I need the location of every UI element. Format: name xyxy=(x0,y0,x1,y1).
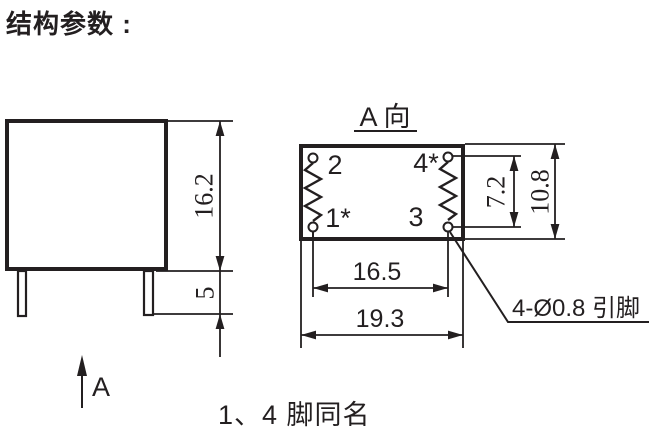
coil-symbol-icon xyxy=(437,161,459,221)
pin-label-3: 3 xyxy=(408,202,423,232)
pin-label-2: 2 xyxy=(327,150,342,180)
arrowhead-up-icon xyxy=(550,144,560,159)
view-a-title: A 向 xyxy=(359,102,410,132)
dim-body-height-label: 16.2 xyxy=(190,173,219,219)
page-title: 结构参数 : xyxy=(6,9,132,39)
dim-pin-length-label: 5 xyxy=(191,287,220,300)
dimension-body-width: 19.3 xyxy=(301,305,463,340)
left-winding: 2 1* xyxy=(302,150,351,241)
arrowhead-down-icon xyxy=(215,256,225,271)
dimension-pin-length: 5 xyxy=(191,271,225,357)
dimension-pin-pitch-horizontal: 16.5 xyxy=(313,258,448,293)
arrowhead-right-icon xyxy=(433,283,448,293)
coil-symbol-icon xyxy=(302,162,324,222)
pin-callout-label: 4-Ø0.8 引脚 xyxy=(512,295,640,322)
view-direction-label: A xyxy=(92,372,110,402)
right-winding: 4* 3 xyxy=(408,148,459,233)
pin-label-4: 4* xyxy=(413,148,439,178)
dimension-body-height: 16.2 xyxy=(190,121,225,271)
pin-2-terminal xyxy=(307,152,319,164)
arrowhead-left-icon xyxy=(313,283,328,293)
pin-diameter-callout: 4-Ø0.8 引脚 xyxy=(449,231,649,323)
pin-label-1: 1* xyxy=(325,203,351,233)
side-view: 16.2 5 A xyxy=(5,119,233,408)
dim-body-width-label: 19.3 xyxy=(356,305,405,333)
arrowhead-up-icon xyxy=(77,355,87,376)
arrowhead-up-icon xyxy=(215,121,225,136)
arrowhead-up-icon xyxy=(509,156,519,171)
arrowhead-right-icon xyxy=(448,330,463,340)
arrowhead-down-icon xyxy=(509,212,519,227)
pin-4-terminal xyxy=(442,151,454,163)
right-pin xyxy=(142,269,155,317)
dim-pin-pitch-vertical-label: 7.2 xyxy=(482,176,511,209)
footnote: 1、4 脚同名 xyxy=(218,400,371,430)
view-a: A 向 2 1* 4* 3 xyxy=(299,102,649,348)
dim-pin-pitch-horizontal-label: 16.5 xyxy=(353,258,402,286)
dimension-body-depth: 10.8 xyxy=(526,144,560,239)
arrowhead-down-icon xyxy=(550,224,560,239)
component-body-side xyxy=(5,119,168,271)
left-pin xyxy=(16,269,28,318)
dimension-pin-pitch-vertical: 7.2 xyxy=(482,156,519,227)
component-body-bottom xyxy=(299,144,465,241)
arrowhead-left-icon xyxy=(301,330,316,340)
arrowhead-up-icon xyxy=(215,314,225,329)
pin-3-terminal xyxy=(442,221,454,233)
dim-body-depth-label: 10.8 xyxy=(526,169,555,215)
view-direction-arrow: A xyxy=(77,355,110,408)
leader-line xyxy=(449,231,649,323)
pin-1-terminal xyxy=(307,221,319,233)
